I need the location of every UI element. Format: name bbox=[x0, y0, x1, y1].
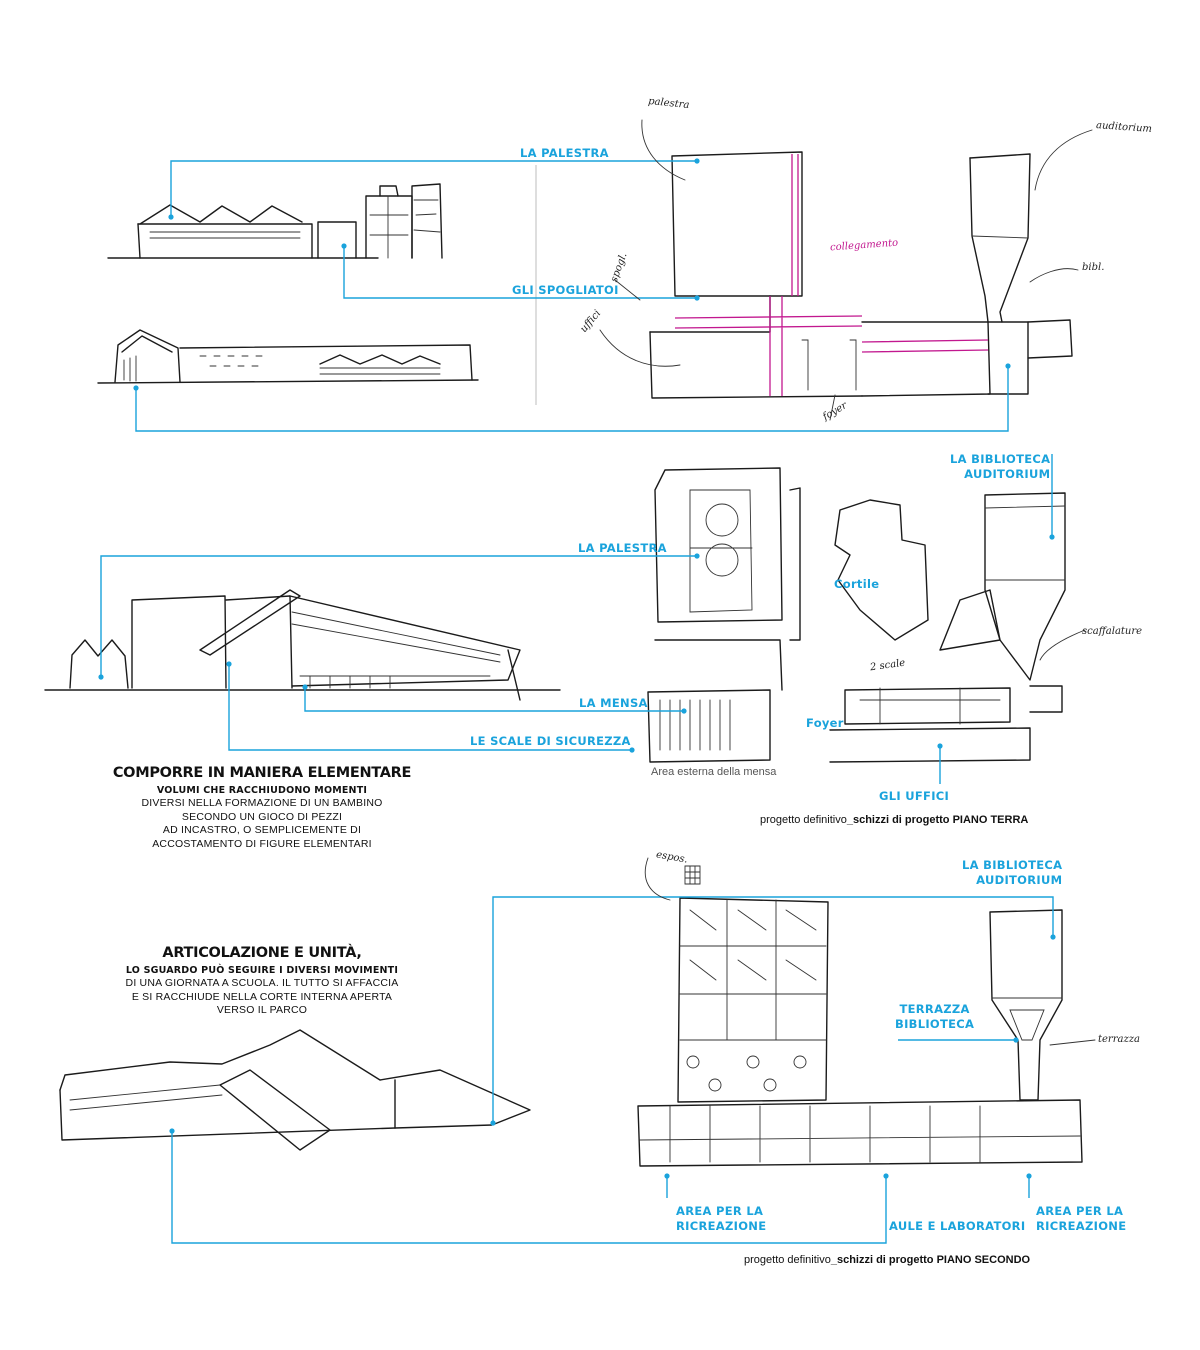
label-terrazza-biblioteca: TERRAZZA BIBLIOTECA bbox=[895, 1002, 975, 1031]
hand-note-scaffalature: scaffalature bbox=[1082, 626, 1143, 637]
label-la-mensa: LA MENSA bbox=[579, 696, 648, 710]
subheading-articolazione: LO SGUARDO PUÒ SEGUIRE I DIVERSI MOVIMEN… bbox=[125, 965, 399, 976]
label-la-palestra-2: LA PALESTRA bbox=[578, 541, 667, 555]
leaders-section-2 bbox=[98, 454, 1055, 784]
label-area-esterna-mensa: Area esterna della mensa bbox=[651, 766, 777, 778]
subheading-comporre: VOLUMI CHE RACCHIUDONO MOMENTI bbox=[156, 785, 368, 796]
plan-sketch-2 bbox=[647, 467, 1066, 763]
label-le-scale-di-sicurezza: LE SCALE DI SICUREZZA bbox=[470, 734, 631, 748]
leaders-section-3 bbox=[169, 896, 1056, 1244]
elevation-sketch-3 bbox=[44, 589, 561, 701]
plan-sketch-1 bbox=[649, 151, 1073, 399]
label-gli-spogliatoi: GLI SPOGLIATOI bbox=[512, 283, 619, 297]
label-cortile: Cortile bbox=[834, 577, 880, 591]
elevation-sketch-1 bbox=[107, 183, 443, 259]
label-la-palestra-1: LA PALESTRA bbox=[520, 146, 609, 160]
heading-articolazione: ARTICOLAZIONE E UNITÀ, bbox=[162, 945, 362, 961]
caption-piano-terra: progetto definitivo_schizzi di progetto … bbox=[760, 814, 1029, 826]
heading-comporre: COMPORRE IN MANIERA ELEMENTARE bbox=[112, 765, 412, 781]
hand-annotation-curves bbox=[599, 119, 1096, 1046]
hand-note-terrazza: terrazza bbox=[1098, 1034, 1140, 1045]
text-block-comporre: COMPORRE IN MANIERA ELEMENTARE VOLUMI CH… bbox=[112, 765, 412, 850]
label-foyer: Foyer bbox=[806, 716, 844, 730]
label-gli-uffici: GLI UFFICI bbox=[879, 789, 950, 803]
leaders-section-1 bbox=[133, 158, 1011, 432]
elevation-sketch-2 bbox=[97, 329, 479, 384]
label-la-biblioteca-auditorium-1: LA BIBLIOTECA AUDITORIUM bbox=[950, 452, 1051, 481]
label-area-ricreazione-2: AREA PER LA RICREAZIONE bbox=[1036, 1204, 1127, 1233]
label-aule-e-laboratori: AULE E LABORATORI bbox=[889, 1219, 1026, 1233]
elevation-sketch-4 bbox=[59, 1029, 531, 1151]
caption-piano-secondo: progetto definitivo_schizzi di progetto … bbox=[744, 1254, 1031, 1266]
label-area-ricreazione-1: AREA PER LA RICREAZIONE bbox=[676, 1204, 767, 1233]
label-la-biblioteca-auditorium-2: LA BIBLIOTECA AUDITORIUM bbox=[962, 858, 1063, 887]
plan-sketch-3 bbox=[637, 865, 1083, 1167]
hand-note-biblioteca: bibl. bbox=[1082, 262, 1105, 273]
text-block-articolazione: ARTICOLAZIONE E UNITÀ, LO SGUARDO PUÒ SE… bbox=[112, 945, 412, 1018]
